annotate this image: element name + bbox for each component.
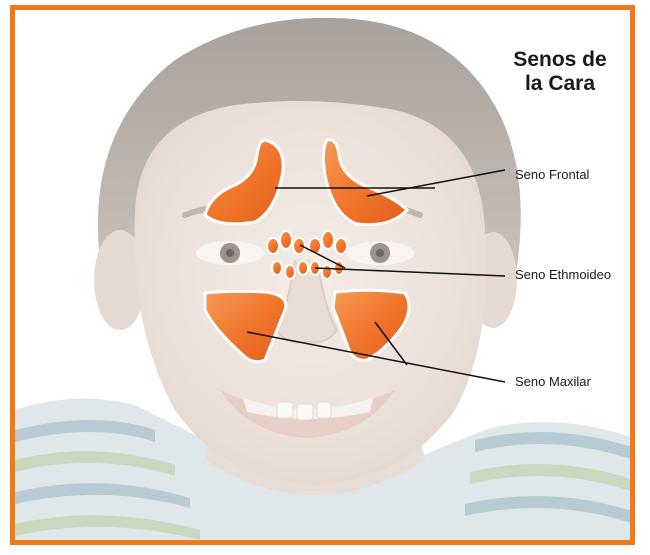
- left-eye: [196, 241, 264, 265]
- title-line-1: Senos de: [485, 48, 635, 72]
- label-frontal-sinus: Seno Frontal: [515, 167, 589, 182]
- label-maxillary-sinus: Seno Maxilar: [515, 374, 591, 389]
- title-line-2: la Cara: [485, 72, 635, 96]
- label-ethmoid-sinus: Seno Ethmoideo: [515, 267, 611, 282]
- diagram-title: Senos de la Cara: [485, 48, 635, 96]
- right-eye: [346, 241, 414, 265]
- diagram-frame: Senos de la Cara Seno Frontal Seno Ethmo…: [10, 5, 635, 545]
